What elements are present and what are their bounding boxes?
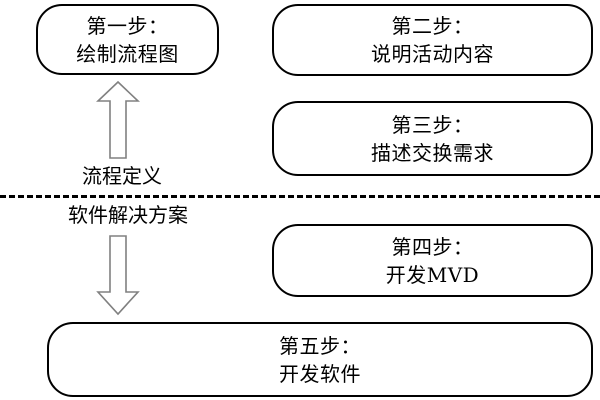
arrow-down-icon xyxy=(96,234,140,316)
arrow-up-icon xyxy=(95,80,141,160)
step-box-4[interactable]: 第四步： 开发MVD xyxy=(272,224,593,297)
step-box-3[interactable]: 第三步： 描述交换需求 xyxy=(272,101,593,176)
step-box-5-heading: 第五步： xyxy=(279,333,361,358)
step-box-4-heading: 第四步： xyxy=(391,234,474,259)
step-box-1-heading: 第一步： xyxy=(86,13,169,38)
step-box-3-heading: 第三步： xyxy=(391,112,474,137)
step-box-2-body: 说明活动内容 xyxy=(371,42,494,66)
step-box-1[interactable]: 第一步： 绘制流程图 xyxy=(36,4,219,75)
step-box-3-body: 描述交换需求 xyxy=(371,140,494,165)
step-box-2[interactable]: 第二步： 说明活动内容 xyxy=(272,4,593,76)
step-box-4-body: 开发MVD xyxy=(385,262,480,287)
step-box-5-body: 开发软件 xyxy=(279,361,361,386)
section-label-process-definition: 流程定义 xyxy=(82,164,162,188)
section-divider xyxy=(0,195,600,198)
step-box-1-body: 绘制流程图 xyxy=(76,41,179,66)
step-box-2-heading: 第二步： xyxy=(391,14,474,38)
section-label-software-solution: 软件解决方案 xyxy=(68,203,188,227)
step-box-5[interactable]: 第五步： 开发软件 xyxy=(47,322,593,397)
